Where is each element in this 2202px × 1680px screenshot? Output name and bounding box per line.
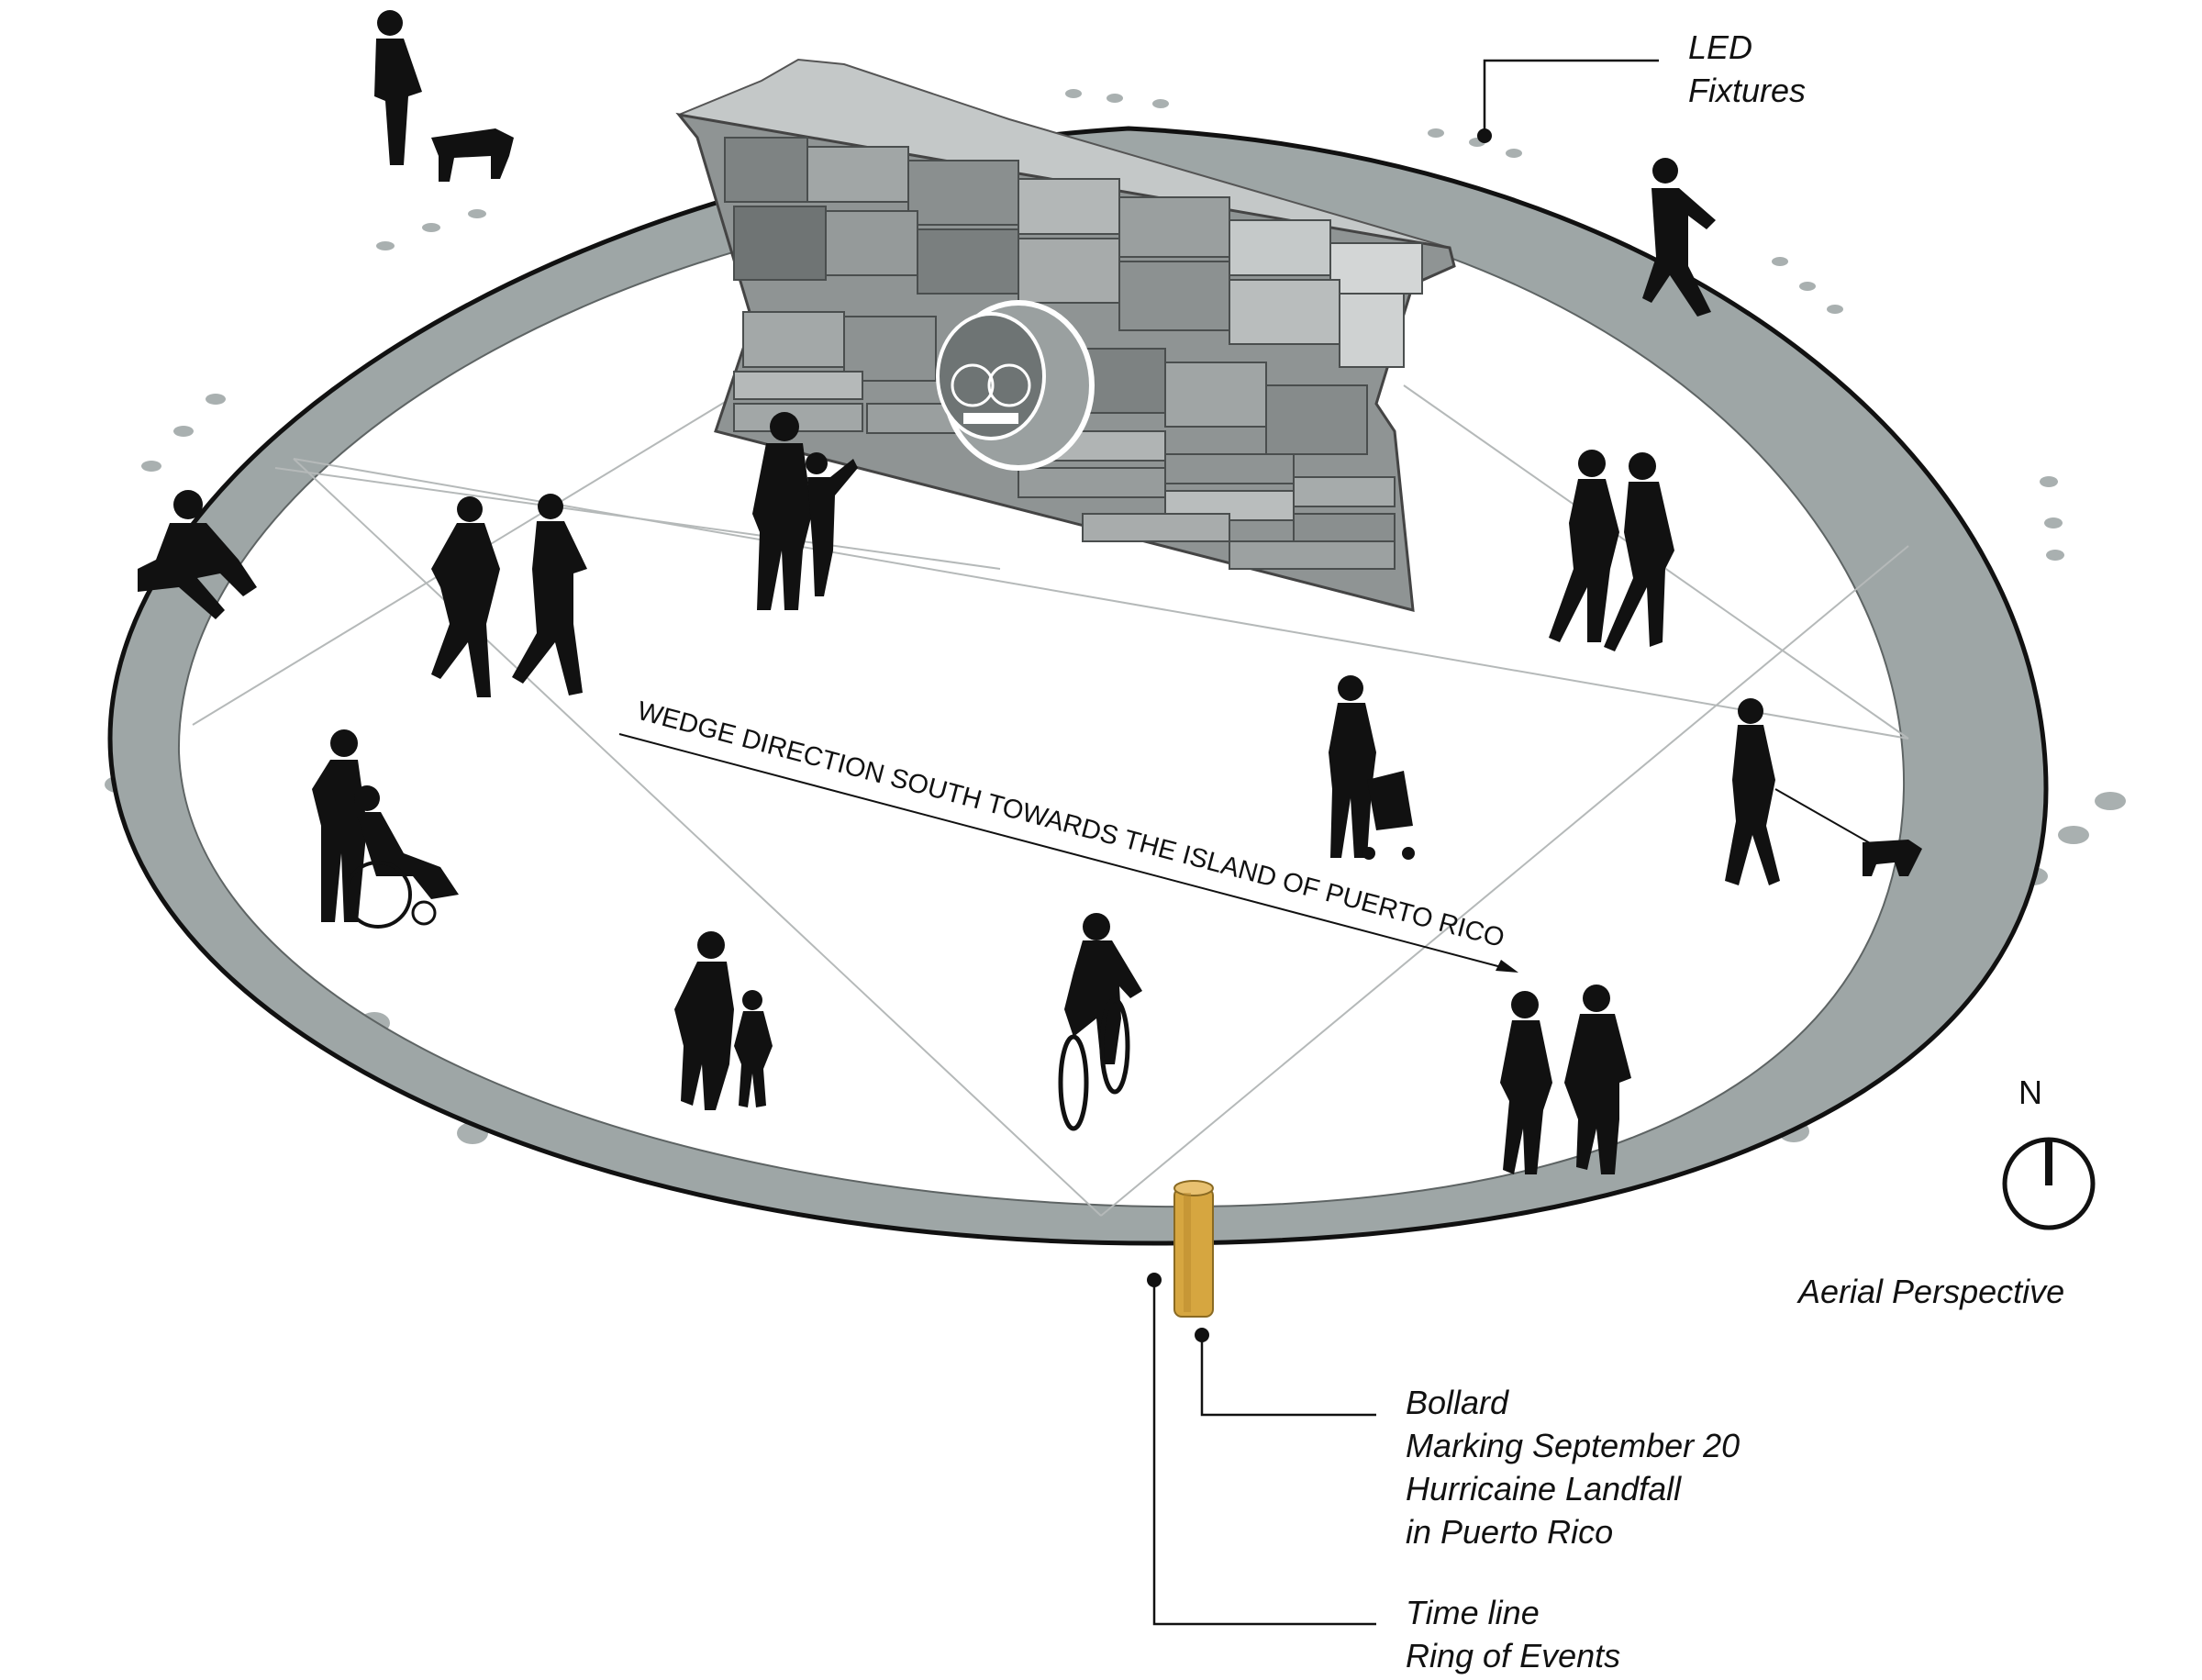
led-fixture-icon <box>2058 826 2089 844</box>
wedge-direction-arrow: WEDGE DIRECTION SOUTH TOWARDS THE ISLAND… <box>618 696 1518 973</box>
adult-and-child-icon <box>752 412 858 610</box>
adult-and-child-icon <box>674 931 773 1110</box>
timeline-label-line-2: Ring of Events <box>1406 1637 1621 1674</box>
ring-outer-edge <box>107 126 2049 1246</box>
bollard-post-icon <box>1173 1180 1214 1318</box>
led-fixture-icon <box>2044 517 2063 528</box>
couple-walking-icon <box>1549 450 1674 651</box>
bollard-label-line-3: Hurricaine Landfall <box>1406 1470 1682 1508</box>
north-label: N <box>2018 1074 2042 1111</box>
person-walking-icon <box>1642 158 1716 317</box>
led-fixture-icon <box>1428 128 1444 138</box>
bollard-label-line-1: Bollard <box>1406 1384 1509 1421</box>
bollard-label-line-4: in Puerto Rico <box>1406 1513 1614 1551</box>
cyclist-icon <box>1058 913 1142 1131</box>
timeline-label: Time line Ring of Events <box>1406 1591 1620 1677</box>
led-fixture-icon <box>1152 99 1169 108</box>
person-sitting-icon <box>138 490 257 619</box>
couple-walking-icon <box>431 494 587 697</box>
led-fixture-icon <box>376 241 395 250</box>
led-fixture-icon <box>206 394 226 405</box>
led-fixture-icon <box>1827 305 1843 314</box>
callout-lines <box>1152 59 1659 1626</box>
timeline-label-line-1: Time line <box>1406 1594 1540 1631</box>
led-fixture-icon <box>2095 792 2126 810</box>
led-fixture-icon <box>468 209 486 218</box>
led-label-line-2: Fixtures <box>1688 72 1807 109</box>
led-fixture-icon <box>1772 257 1788 266</box>
bollard-callout-line <box>1200 1335 1376 1417</box>
callout-dots <box>1147 128 1492 1342</box>
led-fixture-icon <box>422 223 440 232</box>
people-silhouettes <box>138 10 1922 1174</box>
led-fixture-icon <box>2040 476 2058 487</box>
led-fixture-icon <box>2046 550 2064 561</box>
led-fixtures-label: LED Fixtures <box>1688 26 1806 112</box>
compass-north-icon <box>2002 1137 2096 1230</box>
wall-medallion <box>936 300 1095 471</box>
person-walking-dog-icon <box>1725 698 1922 885</box>
led-fixture-icon <box>173 426 194 437</box>
led-fixture-icon <box>1107 94 1123 103</box>
led-fixture-icon <box>141 461 161 472</box>
aerial-perspective-label: Aerial Perspective <box>1798 1273 2065 1310</box>
led-fixture-icon <box>1799 282 1816 291</box>
couple-holding-hands-icon <box>1500 985 1631 1174</box>
person-walking-dog-icon <box>374 10 514 182</box>
person-pushing-wheelchair-icon <box>312 729 459 929</box>
bollard-label-line-2: Marking September 20 <box>1406 1427 1740 1464</box>
bollard-label: Bollard Marking September 20 Hurricaine … <box>1406 1381 1740 1553</box>
person-with-stroller-icon <box>1329 675 1415 860</box>
led-fixture-icon <box>1506 149 1522 158</box>
led-fixture-icon <box>1065 89 1082 98</box>
led-callout-line <box>1483 59 1659 136</box>
led-label-line-1: LED <box>1688 28 1753 66</box>
timeline-callout-line <box>1152 1280 1376 1626</box>
